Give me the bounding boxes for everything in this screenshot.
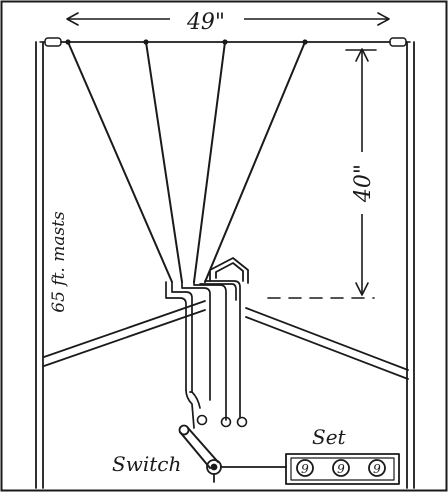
switch-label: Switch — [112, 452, 181, 476]
set-dial-3-mark: 9 — [373, 462, 381, 476]
width-label-bg — [170, 8, 244, 32]
chimney — [209, 257, 249, 284]
right-mast — [406, 41, 415, 489]
lead-in-wires — [165, 280, 241, 429]
set-dial-1-mark: 9 — [301, 462, 309, 476]
switch-symbol — [178, 424, 287, 483]
masts-label: 65 ft. masts — [49, 211, 69, 313]
set-dial-3 — [368, 459, 386, 477]
height-label-bg — [344, 152, 382, 214]
height-label: 40" — [351, 164, 376, 203]
radio-set — [285, 453, 400, 485]
set-dial-2-mark: 9 — [337, 462, 345, 476]
left-mast — [35, 41, 44, 489]
fan-downlead-wires — [67, 41, 306, 283]
house-roof — [43, 300, 409, 380]
set-label: Set — [312, 425, 347, 449]
width-label: 49" — [186, 10, 225, 35]
wire-terminals — [196, 414, 248, 428]
set-dial-2 — [332, 459, 350, 477]
set-dial-1 — [296, 459, 314, 477]
